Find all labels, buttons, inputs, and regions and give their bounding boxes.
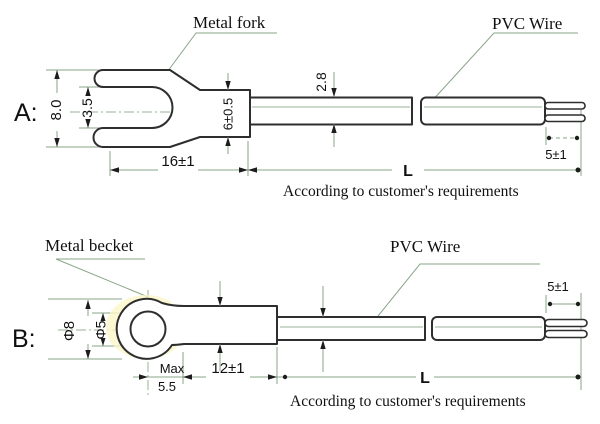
dim-max-value: 5.5 (158, 379, 176, 394)
arrowhead (320, 340, 326, 349)
dim-ring-hole-diameter: Φ5 (93, 320, 109, 339)
drawing-a: A: Metal fork PVC Wire 8.0 3.5 6±0.5 2.8… (14, 13, 586, 200)
dim-dot (546, 135, 552, 141)
arrowhead (85, 119, 91, 128)
note-b: According to customer's requirements (290, 393, 526, 410)
wire-segment-a2 (420, 96, 546, 126)
stripped-conductor (544, 318, 588, 328)
wire-segment-a1 (249, 96, 413, 126)
arrowhead (110, 167, 119, 173)
arrowhead (100, 313, 106, 321)
dim-wire-length-b: L (420, 370, 430, 387)
arrowhead (217, 297, 223, 306)
arrowhead (239, 167, 248, 173)
dim-wire-diameter: 2.8 (313, 72, 329, 92)
dim-dot (547, 301, 553, 307)
arrowhead (248, 167, 257, 173)
section-a-label: A: (14, 99, 38, 127)
metal-becket-label: Metal becket (45, 236, 134, 255)
dim-ring-outer-diameter: Φ8 (61, 321, 78, 341)
dim-max-label: Max (160, 361, 185, 376)
arrowhead (100, 338, 106, 346)
arrowhead (85, 87, 91, 96)
wire-segment-b2 (431, 316, 546, 341)
dim-fork-length: 16±1 (161, 153, 194, 170)
arrowhead (320, 308, 326, 317)
arrowhead (225, 81, 231, 90)
dim-dot (575, 374, 581, 380)
arrowhead (183, 374, 192, 380)
dim-dot (574, 135, 580, 141)
arrowhead (139, 374, 148, 380)
pvc-wire-leader-line-b (377, 263, 540, 317)
dim-strip-length-b: 5±1 (547, 279, 569, 294)
arrowhead (217, 344, 223, 353)
dim-barrel-width: 6±0.5 (221, 98, 236, 130)
arrowhead (331, 88, 337, 97)
arrowhead (268, 374, 277, 380)
section-b-label: B: (12, 325, 36, 353)
dim-wire-length-a: L (403, 163, 413, 180)
metal-becket-leader-line (55, 258, 149, 298)
metal-fork-shape (92, 69, 251, 148)
dim-slot-width: 3.5 (79, 98, 95, 118)
dim-becket-length: 12±1 (211, 360, 244, 377)
arrowhead (225, 137, 231, 146)
metal-fork-label: Metal fork (193, 13, 266, 32)
stripped-conductor (544, 329, 588, 339)
stripped-conductor (544, 114, 586, 123)
pvc-wire-label-a: PVC Wire (492, 14, 562, 33)
arrowhead (85, 300, 91, 309)
arrowhead (54, 70, 60, 79)
stripped-conductor (544, 101, 586, 110)
dim-dot (575, 167, 581, 173)
dim-dot (282, 374, 288, 380)
arrowhead (54, 138, 60, 147)
drawing-b: B: Metal becket PVC Wire Φ8 Φ5 Max 5.5 1… (12, 236, 588, 410)
becket-hole (129, 310, 167, 348)
dim-dot (575, 301, 581, 307)
dim-fork-width: 8.0 (48, 100, 65, 121)
wire-segment-b1 (276, 316, 426, 341)
arrowhead (85, 350, 91, 359)
pvc-wire-leader-line-a (430, 32, 578, 103)
dim-strip-length-a: 5±1 (545, 147, 567, 162)
arrowhead (331, 124, 337, 133)
note-a: According to customer's requirements (283, 183, 519, 200)
pvc-wire-label-b: PVC Wire (390, 237, 460, 256)
metal-fork-leader-line (161, 32, 277, 80)
